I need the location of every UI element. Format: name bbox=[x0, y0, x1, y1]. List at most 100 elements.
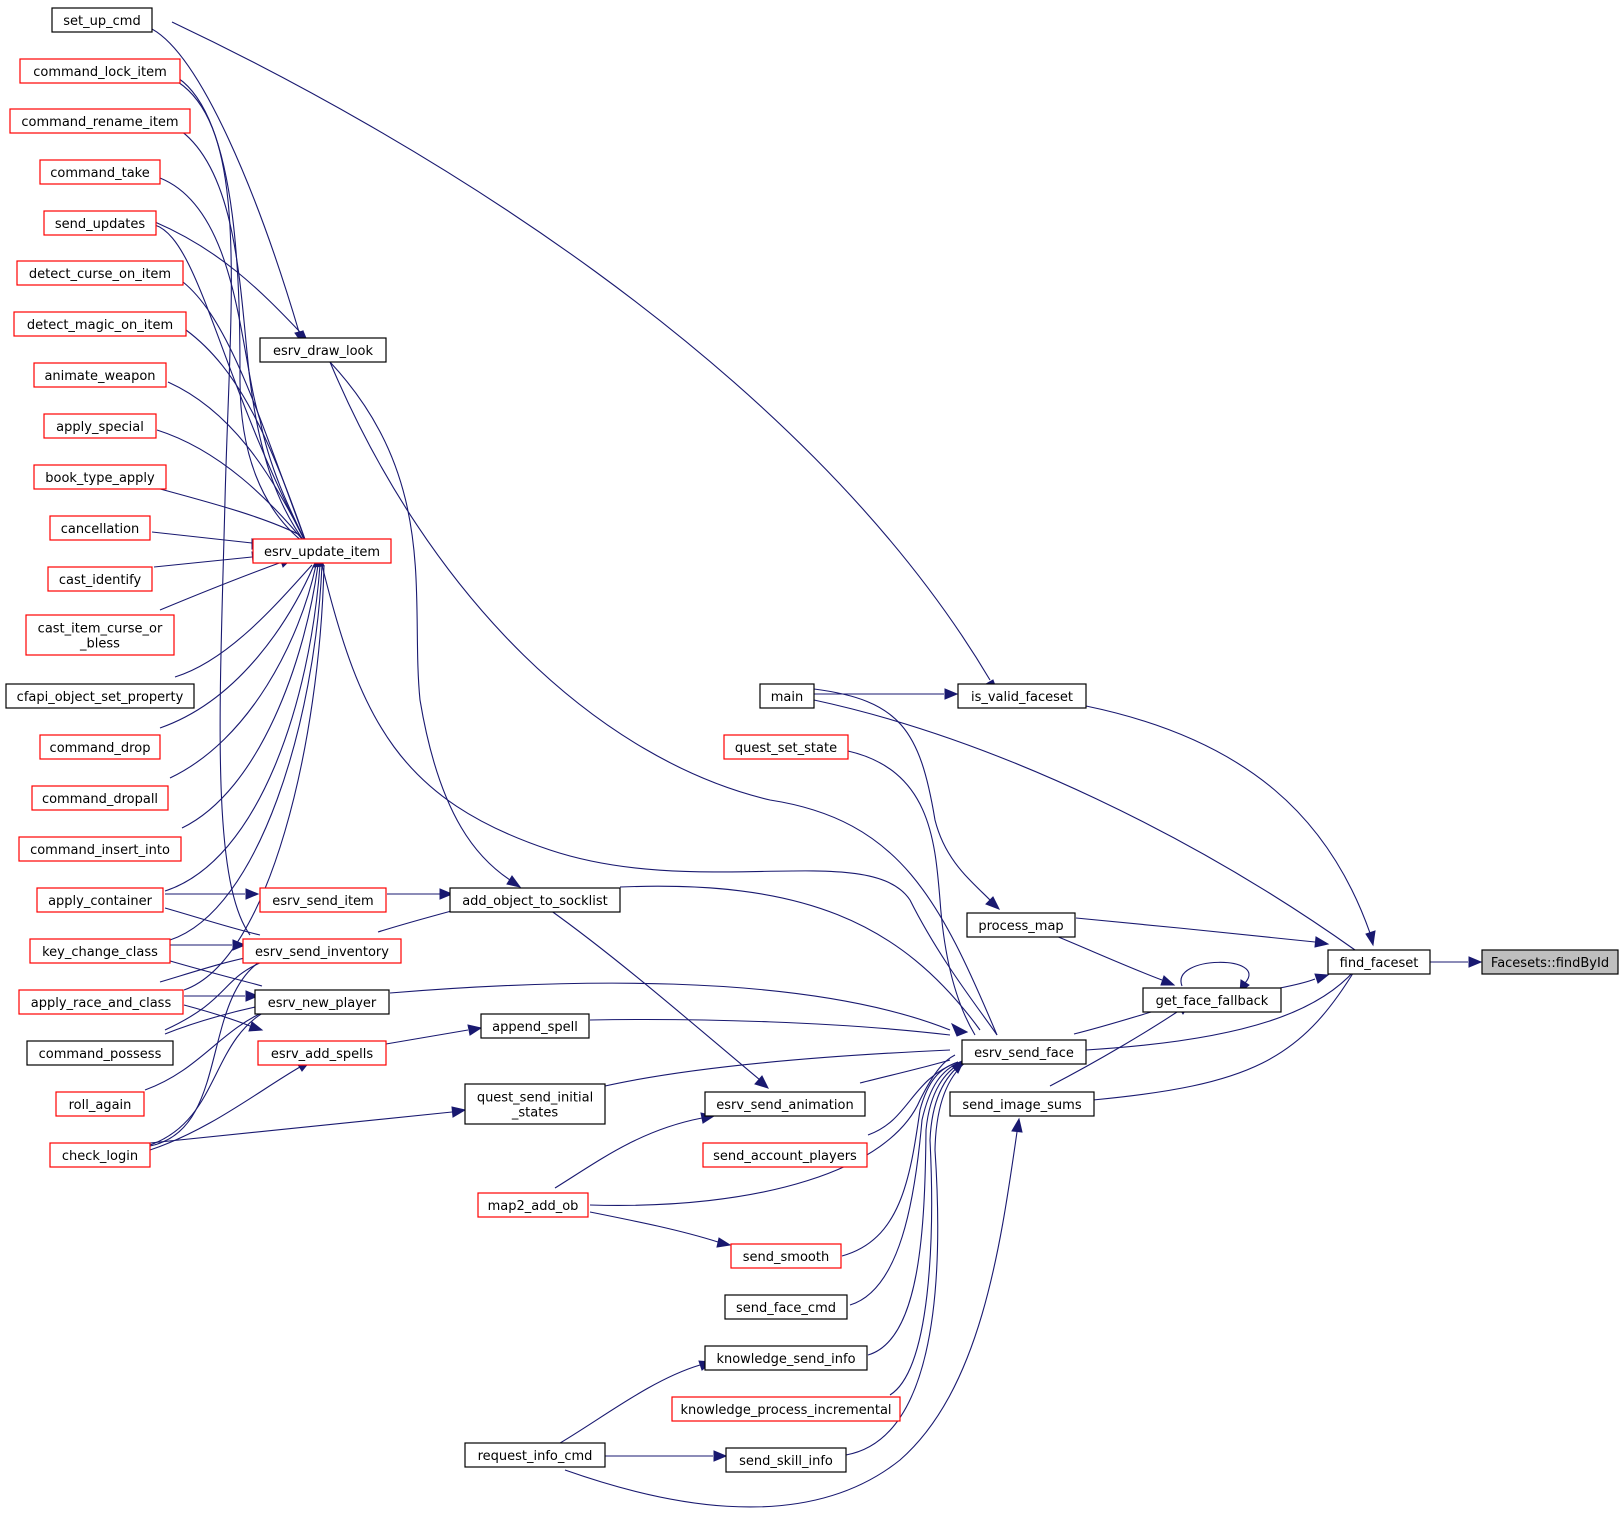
node-send-updates[interactable]: send_updates bbox=[43, 210, 157, 236]
node-add-object-to-socklist[interactable]: add_object_to_socklist bbox=[449, 887, 621, 913]
node-request-info-cmd[interactable]: request_info_cmd bbox=[464, 1442, 606, 1468]
node-label: apply_race_and_class bbox=[31, 996, 172, 1011]
node-box bbox=[1142, 987, 1282, 1013]
node-detect-curse-on-item[interactable]: detect_curse_on_item bbox=[16, 260, 184, 286]
node-apply-race-and-class[interactable]: apply_race_and_class bbox=[18, 989, 184, 1015]
edge-append-spell-to-esrv-send-face bbox=[589, 1018, 951, 1036]
edge-knowledge-send-info-to-esrv-send-face bbox=[867, 1061, 963, 1356]
node-esrv-send-face[interactable]: esrv_send_face bbox=[961, 1039, 1087, 1065]
node-box bbox=[957, 683, 1087, 709]
node-label: cast_item_curse_or bbox=[38, 622, 163, 637]
node-label: esrv_add_spells bbox=[271, 1047, 374, 1062]
node-knowledge-send-info[interactable]: knowledge_send_info bbox=[704, 1345, 868, 1371]
node-label: detect_magic_on_item bbox=[27, 318, 173, 333]
node-label: command_dropall bbox=[42, 792, 158, 807]
node-label: apply_special bbox=[56, 420, 144, 435]
node-box bbox=[254, 989, 390, 1015]
node-esrv-send-inventory[interactable]: esrv_send_inventory bbox=[242, 938, 402, 964]
node-quest-set-state[interactable]: quest_set_state bbox=[723, 734, 849, 760]
node-find-faceset[interactable]: find_faceset bbox=[1327, 949, 1431, 975]
node-key-change-class[interactable]: key_change_class bbox=[29, 938, 171, 964]
node-knowledge-process-incremental[interactable]: knowledge_process_incremental bbox=[671, 1396, 901, 1422]
node-roll-again[interactable]: roll_again bbox=[55, 1091, 145, 1117]
node-detect-magic-on-item[interactable]: detect_magic_on_item bbox=[13, 311, 187, 337]
edge-key-change-class-to-esrv-new-player bbox=[159, 957, 263, 987]
node-box bbox=[477, 1192, 589, 1218]
node-send-skill-info[interactable]: send_skill_info bbox=[725, 1447, 847, 1473]
edge-esrv-update-item-to-esrv-send-face bbox=[321, 564, 998, 1036]
node-label: append_spell bbox=[492, 1020, 578, 1035]
node-label: _bless bbox=[79, 637, 120, 652]
edge-command-take-to-esrv-update-item bbox=[159, 177, 308, 546]
node-book-type-apply[interactable]: book_type_apply bbox=[33, 464, 167, 490]
edge-is-valid-faceset-to-find-faceset bbox=[1085, 705, 1376, 947]
node-label: send_account_players bbox=[713, 1149, 857, 1164]
node-command-take[interactable]: command_take bbox=[39, 159, 161, 185]
node-esrv-send-item[interactable]: esrv_send_item bbox=[259, 887, 387, 913]
edge-command-insert-into-to-esrv-update-item bbox=[181, 564, 319, 829]
node-box bbox=[55, 1091, 145, 1117]
edge-esrv-send-animation-to-esrv-send-face bbox=[859, 1059, 951, 1084]
node-label: process_map bbox=[978, 919, 1063, 934]
node-box bbox=[39, 734, 161, 760]
edge-request-info-to-send-skill-info bbox=[605, 1450, 728, 1462]
node-cast-identify[interactable]: cast_identify bbox=[47, 566, 153, 592]
node-label: apply_container bbox=[48, 894, 153, 909]
node-cfapi-object-set-property[interactable]: cfapi_object_set_property bbox=[5, 683, 195, 709]
node-box bbox=[18, 989, 184, 1015]
node-label: esrv_new_player bbox=[268, 996, 377, 1011]
node-get-face-fallback[interactable]: get_face_fallback bbox=[1142, 987, 1282, 1013]
node-command-rename-item[interactable]: command_rename_item bbox=[9, 108, 191, 134]
edge-apply-container-to-esrv-send-inventory bbox=[164, 907, 261, 936]
node-command-insert-into[interactable]: command_insert_into bbox=[18, 836, 182, 862]
node-send-image-sums[interactable]: send_image_sums bbox=[949, 1091, 1095, 1117]
node-label: check_login bbox=[62, 1149, 138, 1164]
node-esrv-draw-look[interactable]: esrv_draw_look bbox=[259, 337, 387, 363]
edge-map2-to-send-smooth bbox=[589, 1211, 732, 1248]
node-set-up-cmd[interactable]: set_up_cmd bbox=[51, 7, 153, 33]
node-check-login[interactable]: check_login bbox=[49, 1142, 151, 1168]
node-append-spell[interactable]: append_spell bbox=[480, 1013, 590, 1039]
node-map2-add-ob[interactable]: map2_add_ob bbox=[477, 1192, 589, 1218]
node-send-face-cmd[interactable]: send_face_cmd bbox=[724, 1294, 848, 1320]
node-command-lock-item[interactable]: command_lock_item bbox=[19, 58, 181, 84]
node-apply-special[interactable]: apply_special bbox=[43, 413, 157, 439]
node-command-possess[interactable]: command_possess bbox=[26, 1040, 174, 1066]
node-send-smooth[interactable]: send_smooth bbox=[730, 1243, 842, 1269]
node-esrv-update-item[interactable]: esrv_update_item bbox=[252, 538, 392, 564]
node-esrv-send-animation[interactable]: esrv_send_animation bbox=[704, 1091, 866, 1117]
node-animate-weapon[interactable]: animate_weapon bbox=[33, 362, 167, 388]
edge-command-dropall-to-esrv-update-item bbox=[169, 564, 317, 779]
edge-main-to-find-faceset bbox=[813, 699, 1356, 951]
edge-cfapi-to-esrv-update-item bbox=[174, 564, 313, 678]
node-command-dropall[interactable]: command_dropall bbox=[31, 785, 169, 811]
node-send-account-players[interactable]: send_account_players bbox=[702, 1142, 868, 1168]
node-process-map[interactable]: process_map bbox=[966, 912, 1076, 938]
edge-check-login-to-esrv-new-player bbox=[149, 1009, 269, 1146]
edge-apply-race-to-esrv-new-player bbox=[184, 990, 260, 1002]
node-label: send_skill_info bbox=[739, 1454, 833, 1469]
edge-request-info-to-send-image-sums bbox=[564, 1117, 1023, 1508]
edge-esrv-send-face-to-find-faceset bbox=[1085, 969, 1356, 1051]
edge-cast-item-curse-to-esrv-update-item bbox=[159, 557, 294, 611]
node-quest-send-initial-states[interactable]: quest_send_initial_states bbox=[464, 1083, 606, 1125]
node-esrv-add-spells[interactable]: esrv_add_spells bbox=[257, 1040, 387, 1066]
node-label: book_type_apply bbox=[45, 471, 155, 486]
node-is-valid-faceset[interactable]: is_valid_faceset bbox=[957, 683, 1087, 709]
node-cancellation[interactable]: cancellation bbox=[49, 515, 151, 541]
node-box bbox=[33, 362, 167, 388]
node-label: cancellation bbox=[61, 522, 140, 537]
edge-book-type-apply-to-esrv-update-item bbox=[152, 486, 301, 536]
node-box bbox=[464, 1083, 606, 1125]
node-cast-item-curse-or-bless[interactable]: cast_item_curse_or_bless bbox=[25, 614, 175, 656]
edge-esrv-draw-look-to-esrv-send-face bbox=[329, 361, 998, 1036]
node-label: set_up_cmd bbox=[63, 14, 140, 29]
node-apply-container[interactable]: apply_container bbox=[36, 887, 164, 913]
node-command-drop[interactable]: command_drop bbox=[39, 734, 161, 760]
node-esrv-new-player[interactable]: esrv_new_player bbox=[254, 989, 390, 1015]
node-main[interactable]: main bbox=[759, 683, 815, 709]
node-label: is_valid_faceset bbox=[971, 690, 1073, 705]
node-label: esrv_update_item bbox=[264, 545, 380, 560]
node-box bbox=[730, 1243, 842, 1269]
